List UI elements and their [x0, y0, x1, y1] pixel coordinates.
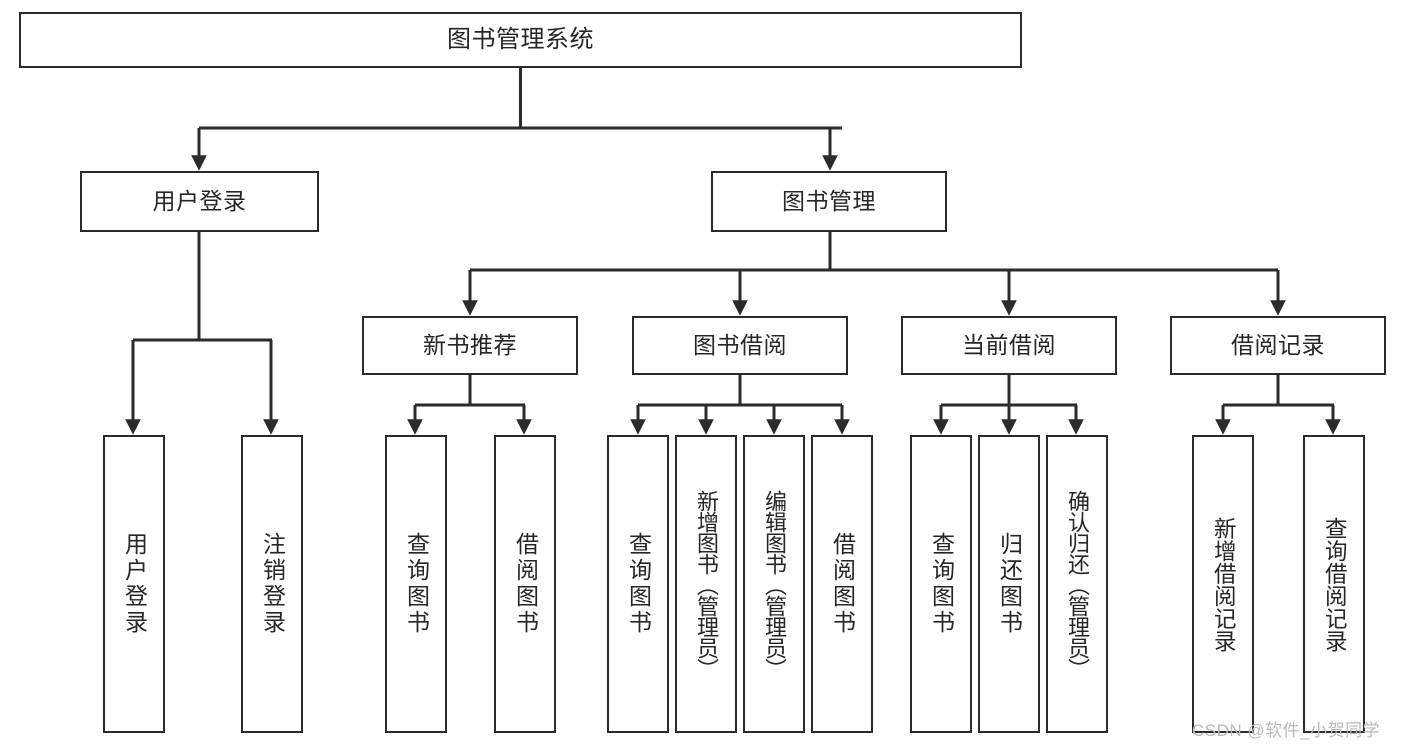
leaf-edit-book-admin[interactable]: 编辑图书（管理员）: [743, 435, 805, 733]
node-user-login[interactable]: 用户登录: [80, 171, 319, 232]
node-borrow-record[interactable]: 借阅记录: [1170, 316, 1386, 375]
leaf-return-book[interactable]: 归还图书: [978, 435, 1040, 733]
leaf-add-borrow-record[interactable]: 新增借阅记录: [1192, 435, 1254, 733]
leaf-add-book-admin[interactable]: 新增图书（管理员）: [675, 435, 737, 733]
node-new-book-recommend[interactable]: 新书推荐: [362, 316, 578, 375]
node-book-borrow[interactable]: 图书借阅: [632, 316, 848, 375]
leaf-query-borrow-record[interactable]: 查询借阅记录: [1303, 435, 1365, 733]
leaf-borrow-book-recommend[interactable]: 借阅图书: [494, 435, 556, 733]
leaf-borrow-book[interactable]: 借阅图书: [811, 435, 873, 733]
node-current-borrow[interactable]: 当前借阅: [901, 316, 1117, 375]
leaf-query-book-borrow[interactable]: 查询图书: [607, 435, 669, 733]
leaf-logout-login[interactable]: 注销登录: [241, 435, 303, 733]
node-book-manage[interactable]: 图书管理: [711, 171, 947, 232]
node-root-system[interactable]: 图书管理系统: [19, 12, 1022, 68]
leaf-query-book-current[interactable]: 查询图书: [910, 435, 972, 733]
leaf-query-book-recommend[interactable]: 查询图书: [385, 435, 447, 733]
leaf-user-login[interactable]: 用户登录: [103, 435, 165, 733]
leaf-confirm-return-admin[interactable]: 确认归还（管理员）: [1046, 435, 1108, 733]
